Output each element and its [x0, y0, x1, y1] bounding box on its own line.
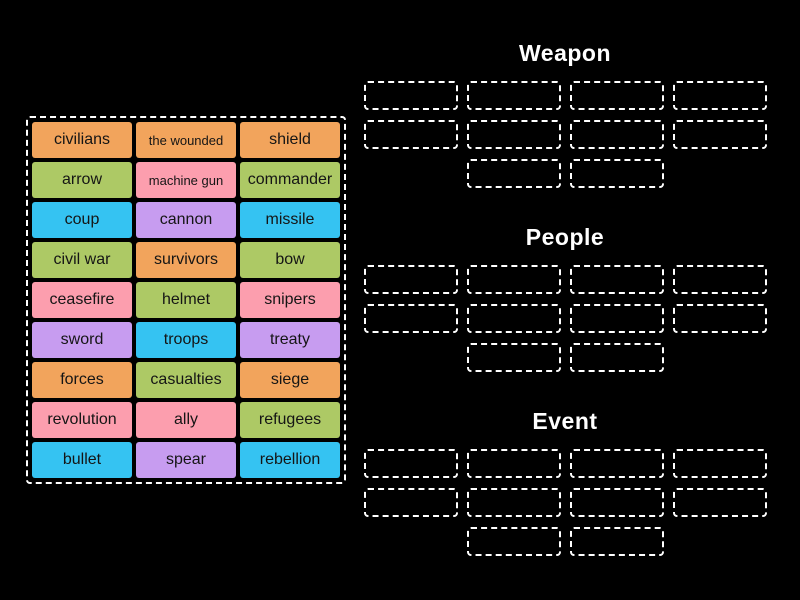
- empty-drop-slot[interactable]: [569, 81, 664, 110]
- word-tile-casualties[interactable]: casualties: [136, 362, 236, 398]
- empty-drop-slot[interactable]: [363, 449, 458, 478]
- word-tile-bullet[interactable]: bullet: [32, 442, 132, 478]
- empty-drop-slot[interactable]: [672, 449, 767, 478]
- empty-drop-slot[interactable]: [466, 449, 561, 478]
- empty-drop-slot[interactable]: [363, 488, 458, 517]
- word-tile-survivors[interactable]: survivors: [136, 242, 236, 278]
- word-tile-the-wounded[interactable]: the wounded: [136, 122, 236, 158]
- word-tile-snipers[interactable]: snipers: [240, 282, 340, 318]
- category-group-event: Event: [350, 408, 780, 566]
- word-tile-shield[interactable]: shield: [240, 122, 340, 158]
- word-tile-revolution[interactable]: revolution: [32, 402, 132, 438]
- word-tile-ceasefire[interactable]: ceasefire: [32, 282, 132, 318]
- category-title-event: Event: [532, 408, 598, 434]
- category-group-people: People: [350, 224, 780, 382]
- slot-row: [350, 159, 780, 188]
- slot-row: [350, 265, 780, 294]
- word-tile-arrow[interactable]: arrow: [32, 162, 132, 198]
- word-tile-sword[interactable]: sword: [32, 322, 132, 358]
- word-tile-civilians[interactable]: civilians: [32, 122, 132, 158]
- slot-row: [350, 449, 780, 478]
- empty-drop-slot[interactable]: [363, 304, 458, 333]
- slot-row: [350, 304, 780, 333]
- empty-drop-slot[interactable]: [466, 81, 561, 110]
- empty-drop-slot[interactable]: [672, 488, 767, 517]
- empty-drop-slot[interactable]: [466, 343, 561, 372]
- empty-drop-slot[interactable]: [569, 449, 664, 478]
- word-tile-civil-war[interactable]: civil war: [32, 242, 132, 278]
- empty-drop-slot[interactable]: [363, 120, 458, 149]
- empty-drop-slot[interactable]: [569, 265, 664, 294]
- word-tile-troops[interactable]: troops: [136, 322, 236, 358]
- word-tile-machine-gun[interactable]: machine gun: [136, 162, 236, 198]
- word-tile-forces[interactable]: forces: [32, 362, 132, 398]
- empty-drop-slot[interactable]: [466, 159, 561, 188]
- word-tile-siege[interactable]: siege: [240, 362, 340, 398]
- empty-drop-slot[interactable]: [466, 527, 561, 556]
- empty-drop-slot[interactable]: [569, 488, 664, 517]
- empty-drop-slot[interactable]: [672, 120, 767, 149]
- slot-row: [350, 120, 780, 149]
- word-tile-helmet[interactable]: helmet: [136, 282, 236, 318]
- empty-drop-slot[interactable]: [466, 120, 561, 149]
- word-tile-cannon[interactable]: cannon: [136, 202, 236, 238]
- empty-drop-slot[interactable]: [569, 343, 664, 372]
- word-tile-bow[interactable]: bow: [240, 242, 340, 278]
- word-tile-coup[interactable]: coup: [32, 202, 132, 238]
- empty-drop-slot[interactable]: [672, 304, 767, 333]
- word-tile-missile[interactable]: missile: [240, 202, 340, 238]
- slot-row: [350, 527, 780, 556]
- empty-drop-slot[interactable]: [363, 265, 458, 294]
- category-title-people: People: [525, 224, 605, 250]
- empty-drop-slot[interactable]: [569, 527, 664, 556]
- word-tile-rebellion[interactable]: rebellion: [240, 442, 340, 478]
- word-tile-refugees[interactable]: refugees: [240, 402, 340, 438]
- empty-drop-slot[interactable]: [569, 304, 664, 333]
- empty-drop-slot[interactable]: [672, 81, 767, 110]
- empty-drop-slot[interactable]: [672, 265, 767, 294]
- word-tile-ally[interactable]: ally: [136, 402, 236, 438]
- empty-drop-slot[interactable]: [569, 120, 664, 149]
- word-tile-treaty[interactable]: treaty: [240, 322, 340, 358]
- word-tile-commander[interactable]: commander: [240, 162, 340, 198]
- word-tile-spear[interactable]: spear: [136, 442, 236, 478]
- empty-drop-slot[interactable]: [466, 265, 561, 294]
- category-title-weapon: Weapon: [518, 40, 612, 66]
- empty-drop-slot[interactable]: [363, 81, 458, 110]
- category-group-weapon: Weapon: [350, 40, 780, 198]
- slot-row: [350, 488, 780, 517]
- slot-row: [350, 81, 780, 110]
- slot-row: [350, 343, 780, 372]
- empty-drop-slot[interactable]: [569, 159, 664, 188]
- empty-drop-slot[interactable]: [466, 488, 561, 517]
- empty-drop-slot[interactable]: [466, 304, 561, 333]
